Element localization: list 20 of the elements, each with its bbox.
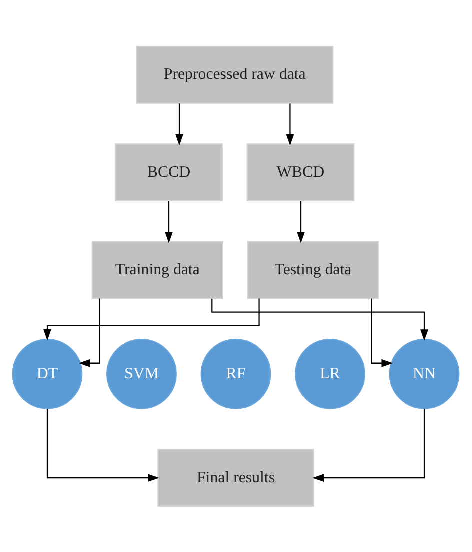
node-box: Training data <box>92 240 224 299</box>
node-box: Testing data <box>247 240 380 299</box>
arrow <box>165 200 173 243</box>
node-box: WBCD <box>246 143 355 202</box>
arrow <box>286 103 294 146</box>
node-box: BCCD <box>115 143 223 202</box>
arrow <box>371 298 394 367</box>
arrow <box>176 103 184 146</box>
node-circle: DT <box>12 338 83 409</box>
arrow <box>297 200 305 243</box>
arrow <box>44 298 260 340</box>
node-circle: LR <box>295 338 366 409</box>
node-box: Preprocessed raw data <box>136 45 334 104</box>
node-circle: NN <box>389 338 460 409</box>
arrow <box>78 298 100 367</box>
arrow <box>46 408 160 482</box>
arrow <box>312 408 426 482</box>
node-box: Final results <box>158 448 314 507</box>
node-circle: RF <box>200 338 272 409</box>
node-circle: SVM <box>106 338 177 409</box>
